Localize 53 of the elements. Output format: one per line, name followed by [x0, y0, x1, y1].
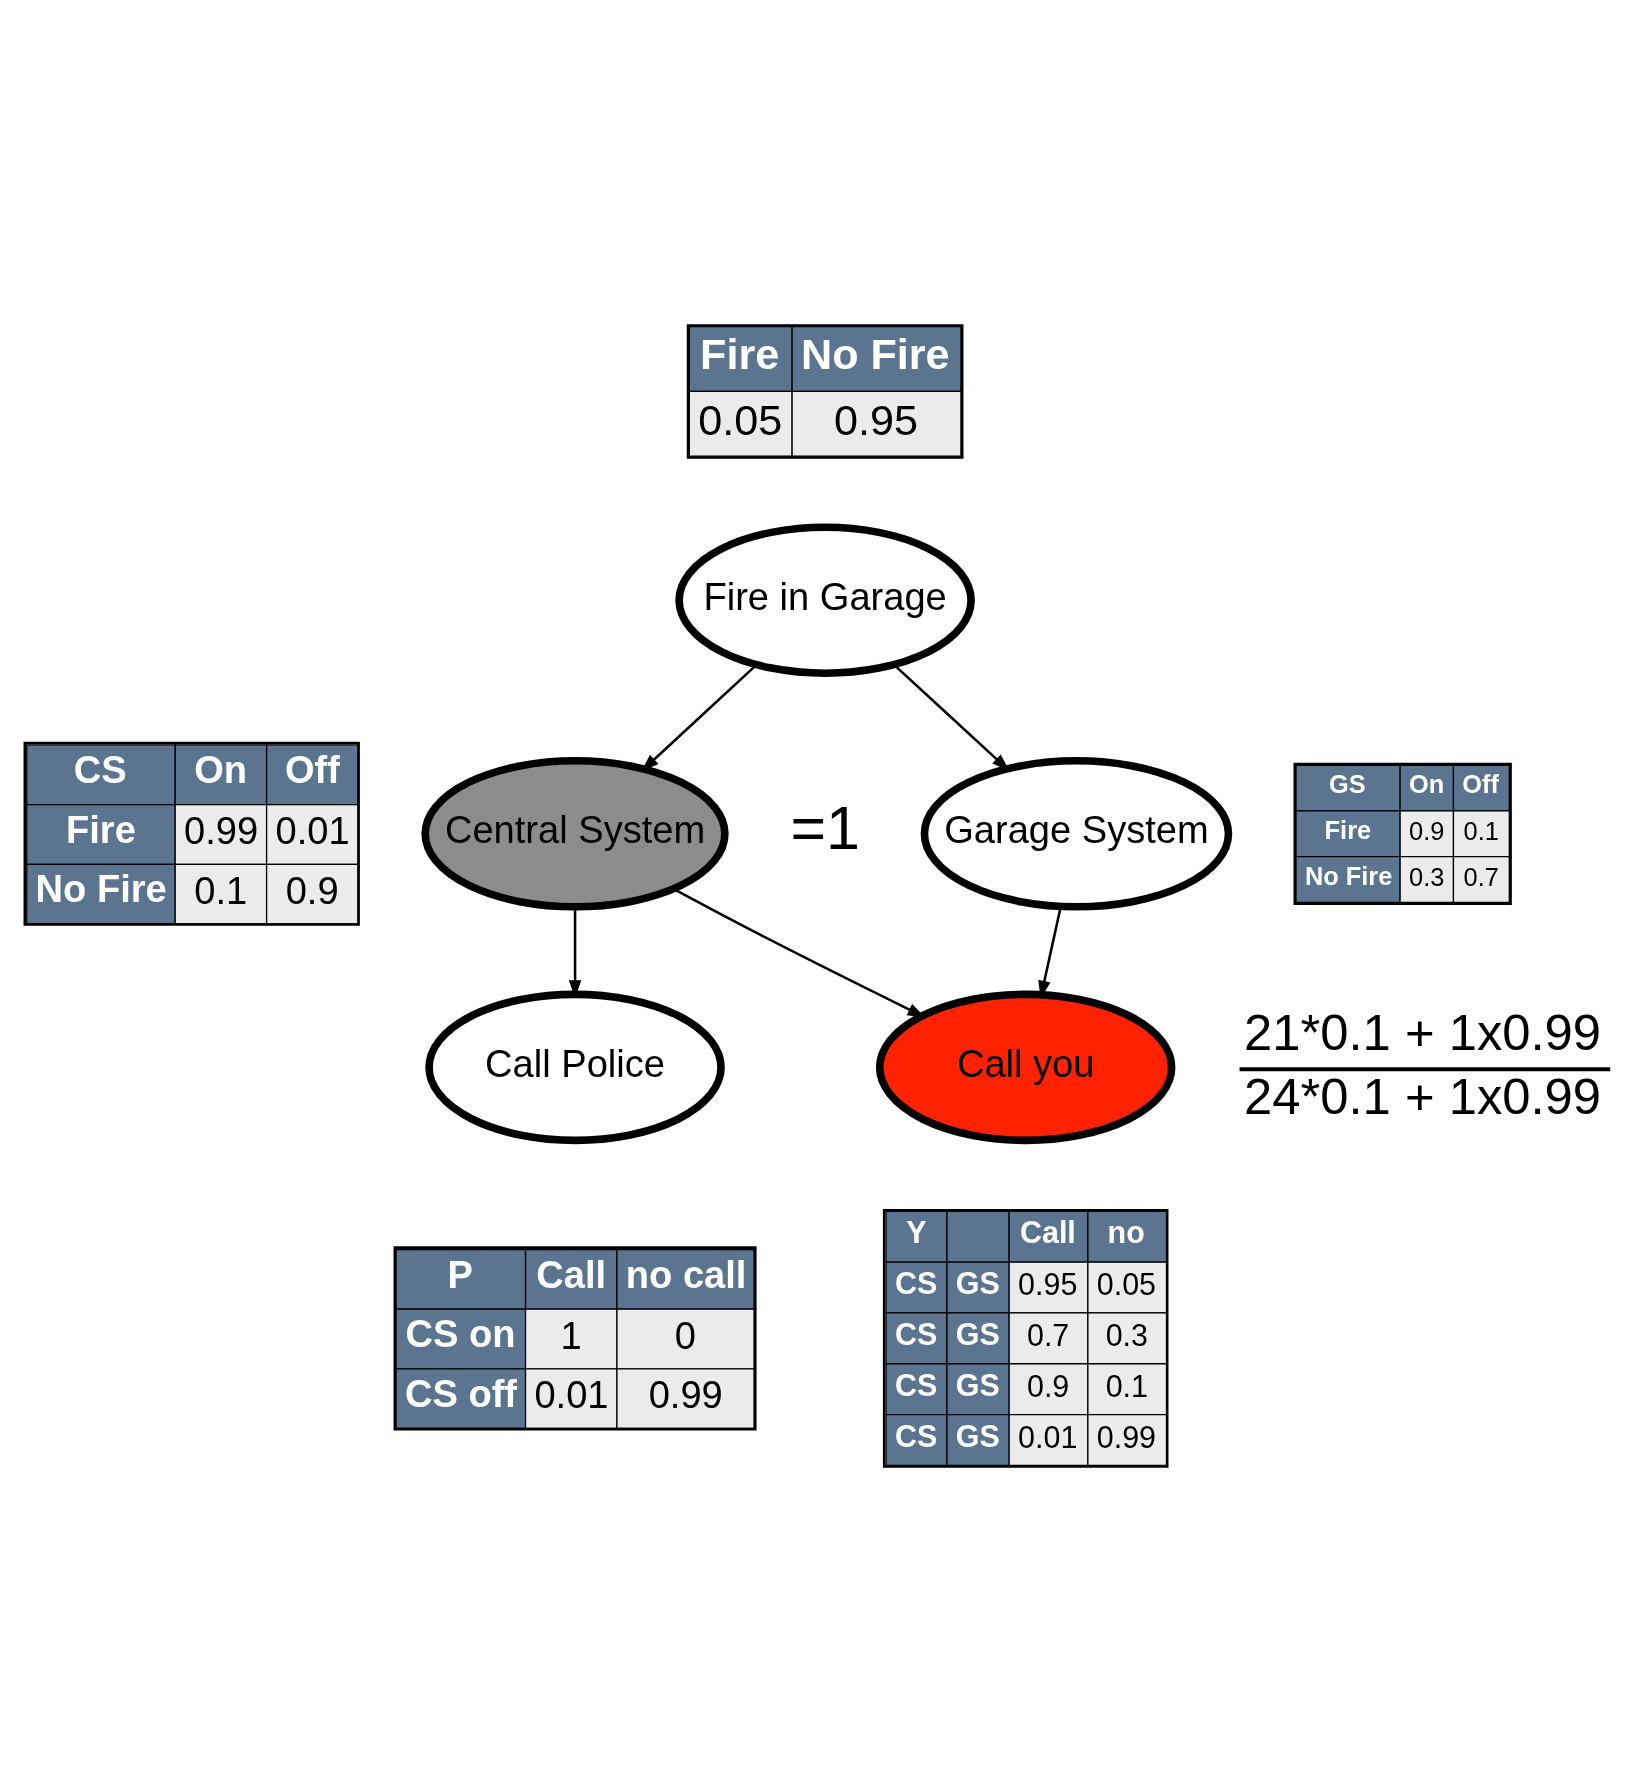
label: 0.9: [1026, 1368, 1070, 1403]
label: 0.1: [1463, 816, 1499, 845]
label: 0.99: [1096, 1419, 1157, 1454]
label: no: [1107, 1214, 1145, 1249]
label: CS: [894, 1265, 938, 1300]
label: On: [1409, 769, 1445, 798]
label: CS: [894, 1316, 938, 1351]
label: no call: [625, 1253, 747, 1296]
label: 0.1: [1105, 1368, 1148, 1403]
label: GS: [955, 1367, 1000, 1402]
label: 0.95: [1018, 1266, 1078, 1301]
label: 0.3: [1105, 1317, 1148, 1352]
label: 0.05: [1096, 1266, 1157, 1301]
label: 0.99: [184, 809, 259, 852]
label: 0.7: [1026, 1317, 1070, 1352]
label: 0.05: [698, 395, 783, 444]
label: 0.7: [1463, 862, 1499, 891]
label: 0.01: [1018, 1419, 1078, 1454]
label: 0.95: [834, 395, 918, 444]
label: No Fire: [1304, 861, 1393, 890]
label: 21*0.1 + 1x0.99: [1244, 1003, 1602, 1061]
label: CS: [73, 748, 127, 791]
label: GS: [955, 1316, 1000, 1351]
label: 0.3: [1409, 862, 1445, 891]
label: GS: [1329, 769, 1366, 798]
label: Off: [285, 748, 340, 791]
label: =1: [790, 793, 860, 862]
label: 0.01: [534, 1373, 609, 1416]
label: 0.1: [194, 869, 248, 912]
label: CS on: [405, 1312, 516, 1355]
label: Fire: [66, 808, 136, 851]
label: Call: [1019, 1214, 1076, 1249]
label: Fire: [1324, 815, 1372, 844]
label: Fire: [700, 329, 780, 378]
label: GS: [955, 1418, 1000, 1453]
label: P: [447, 1253, 473, 1296]
label: 24*0.1 + 1x0.99: [1244, 1067, 1602, 1125]
label: Off: [1462, 769, 1499, 798]
label: CS: [894, 1367, 938, 1402]
label: No Fire: [35, 867, 167, 910]
label: 1: [560, 1314, 582, 1357]
label: GS: [955, 1265, 1000, 1300]
label: 0: [674, 1314, 696, 1357]
label: 0.01: [275, 809, 350, 852]
label: CS: [894, 1418, 938, 1453]
label: Call: [536, 1253, 607, 1296]
label: No Fire: [801, 329, 950, 378]
label: CS off: [404, 1372, 518, 1415]
label: Y: [906, 1214, 927, 1249]
label: 0.9: [285, 869, 339, 912]
label: 0.9: [1409, 816, 1445, 845]
label: On: [194, 748, 248, 791]
label: 0.99: [648, 1373, 723, 1416]
